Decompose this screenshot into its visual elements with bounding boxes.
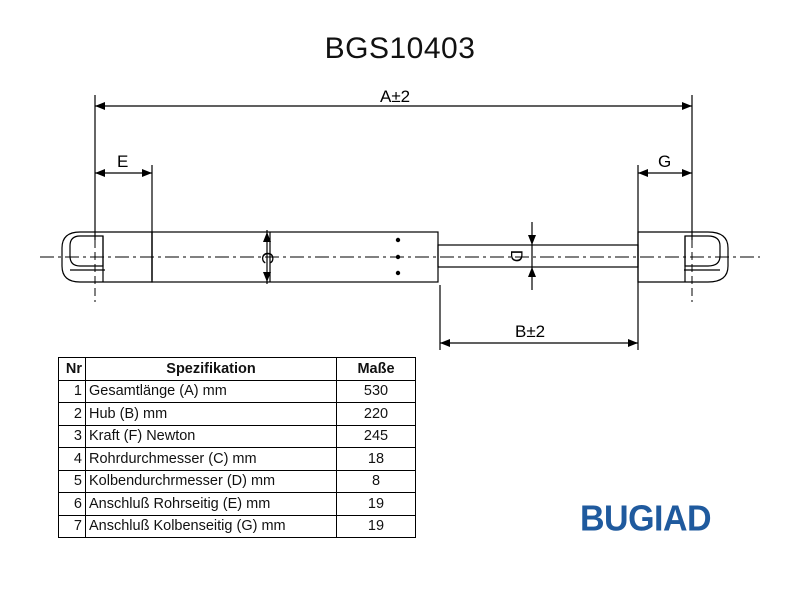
row-nr: 2 (58, 402, 86, 426)
dim-a-label: A±2 (380, 87, 410, 106)
header-nr: Nr (58, 357, 86, 381)
header-spezifikation: Spezifikation (85, 357, 337, 381)
row-nr: 6 (58, 492, 86, 516)
valve-hole (395, 237, 401, 243)
right-end-fitting (637, 231, 729, 283)
bugiad-logo: BUGIAD (580, 499, 712, 539)
row-spec: Hub (B) mm (85, 402, 337, 426)
dim-g-label: G (658, 152, 671, 171)
row-spec: Rohrdurchmesser (C) mm (85, 447, 337, 471)
row-value: 19 (336, 514, 416, 538)
row-nr: 1 (58, 379, 86, 403)
piston-rod (437, 244, 639, 268)
right-fitting-socket (684, 235, 721, 267)
specification-table: Nr Spezifikation Maße 1 Gesamtlänge (A) … (58, 357, 416, 538)
row-nr: 4 (58, 447, 86, 471)
row-value: 18 (336, 447, 416, 471)
valve-hole (395, 254, 401, 260)
part-number-title: BGS10403 (324, 32, 476, 65)
table-row: 2 Hub (B) mm 220 (58, 402, 416, 426)
table-row: 5 Kolbendurchrmesser (D) mm 8 (58, 469, 416, 493)
left-end-fitting (61, 231, 153, 283)
table-row: 6 Anschluß Rohrseitig (E) mm 19 (58, 492, 416, 516)
row-spec: Anschluß Rohrseitig (E) mm (85, 492, 337, 516)
dim-c-label: C (258, 252, 277, 264)
left-fitting-socket (69, 235, 104, 267)
row-spec: Anschluß Kolbenseitig (G) mm (85, 514, 337, 538)
table-row: 1 Gesamtlänge (A) mm 530 (58, 379, 416, 403)
row-value: 245 (336, 424, 416, 448)
row-value: 8 (336, 469, 416, 493)
row-value: 530 (336, 379, 416, 403)
table-header-row: Nr Spezifikation Maße (58, 357, 416, 381)
dim-d-label: D (507, 250, 526, 262)
header-masse: Maße (336, 357, 416, 381)
row-value: 19 (336, 492, 416, 516)
row-spec: Gesamtlänge (A) mm (85, 379, 337, 403)
dim-b-label: B±2 (515, 322, 545, 341)
dim-e-label: E (117, 152, 128, 171)
table-row: 3 Kraft (F) Newton 245 (58, 424, 416, 448)
row-nr: 3 (58, 424, 86, 448)
table-row: 4 Rohrdurchmesser (C) mm 18 (58, 447, 416, 471)
row-spec: Kolbendurchrmesser (D) mm (85, 469, 337, 493)
valve-hole (395, 270, 401, 276)
row-nr: 7 (58, 514, 86, 538)
table-row: 7 Anschluß Kolbenseitig (G) mm 19 (58, 514, 416, 538)
row-value: 220 (336, 402, 416, 426)
row-spec: Kraft (F) Newton (85, 424, 337, 448)
row-nr: 5 (58, 469, 86, 493)
